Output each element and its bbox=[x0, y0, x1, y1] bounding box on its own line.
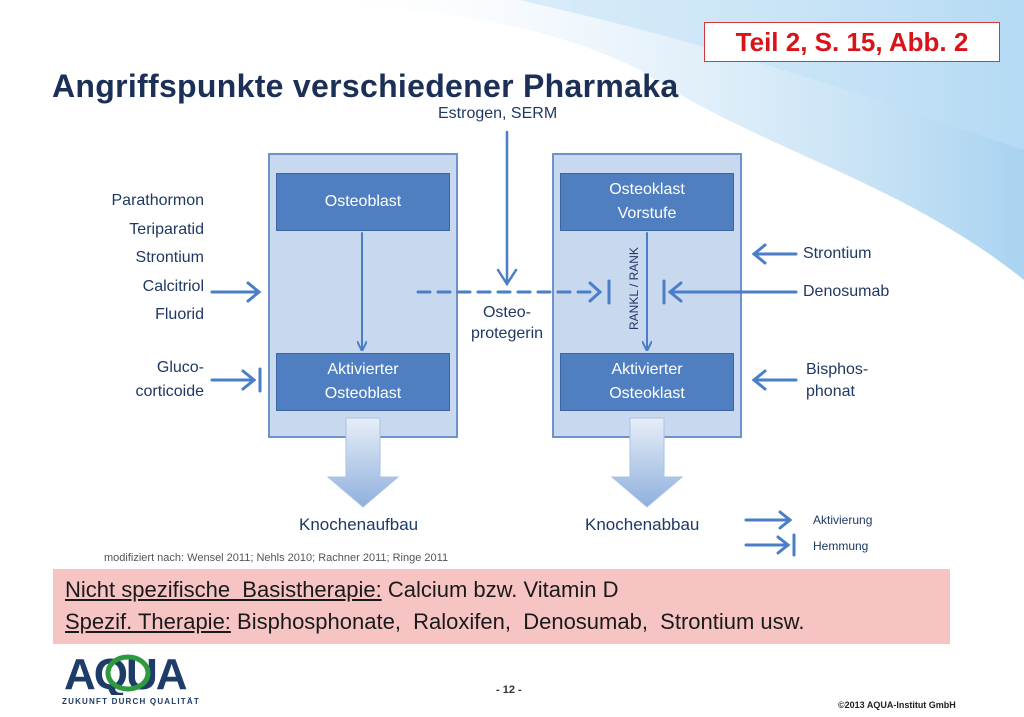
specific-therapy-line: Spezif. Therapie: Bisphosphonate, Raloxi… bbox=[65, 609, 804, 635]
page-number: - 12 - bbox=[496, 684, 522, 696]
aqua-logo: AQUA bbox=[64, 651, 189, 695]
glucocorticoide-label: Gluco- corticoide bbox=[135, 359, 204, 400]
left-agent: Strontium bbox=[135, 249, 204, 266]
denosumab-label: Denosumab bbox=[803, 283, 890, 300]
left-agent: Fluorid bbox=[155, 306, 204, 323]
rankl-rank-label: RANKL / RANK bbox=[627, 247, 641, 330]
basis-therapy-line: Nicht spezifische Basistherapie: Calcium… bbox=[65, 577, 618, 603]
specific-therapy-value: Bisphosphonate, Raloxifen, Denosumab, St… bbox=[230, 609, 805, 634]
active-osteoblast-box: Aktivierter Osteoblast bbox=[276, 353, 450, 411]
figure-reference: Teil 2, S. 15, Abb. 2 bbox=[735, 26, 969, 57]
left-agent: Parathormon bbox=[111, 192, 205, 209]
basis-therapy-label: Nicht spezifische Basistherapie: bbox=[65, 577, 382, 602]
figure-reference-box: Teil 2, S. 15, Abb. 2 bbox=[704, 22, 1000, 62]
slide-title: Angriffspunkte verschiedener Pharmaka bbox=[52, 68, 679, 104]
bisphosphonat-label: Bisphos- phonat bbox=[806, 361, 869, 400]
strontium-right-label: Strontium bbox=[803, 245, 872, 262]
source-citation: modifiziert nach: Wensel 2011; Nehls 201… bbox=[104, 552, 449, 564]
knochenabbau-label: Knochenabbau bbox=[585, 515, 700, 534]
legend-inhibition-label: Hemmung bbox=[813, 539, 869, 553]
active-osteoclast-box: Aktivierter Osteoklast bbox=[560, 353, 734, 411]
knochenaufbau-label: Knochenaufbau bbox=[299, 515, 419, 534]
logo-tagline: ZUKUNFT DURCH QUALITÄT bbox=[62, 697, 200, 706]
legend-activation-label: Aktivierung bbox=[813, 513, 873, 527]
bone-resorption-big-arrow bbox=[610, 417, 684, 508]
left-agent: Calcitriol bbox=[142, 277, 204, 295]
osteoprotegerin-label: Osteo- protegerin bbox=[470, 304, 544, 342]
left-agent: Teriparatid bbox=[129, 220, 204, 238]
therapy-info-band: Nicht spezifische Basistherapie: Calcium… bbox=[53, 569, 950, 644]
bone-formation-big-arrow bbox=[326, 417, 400, 508]
copyright: ©2013 AQUA-Institut GmbH bbox=[838, 700, 956, 710]
osteoclast-precursor-box: Osteoklast Vorstufe bbox=[560, 173, 734, 231]
basis-therapy-value: Calcium bzw. Vitamin D bbox=[381, 577, 619, 602]
osteoblast-box: Osteoblast bbox=[276, 173, 450, 231]
left-agents-list: Parathormon Teriparatid Strontium Calcit… bbox=[112, 187, 205, 330]
specific-therapy-label: Spezif. Therapie: bbox=[65, 609, 231, 634]
estrogen-label: Estrogen, SERM bbox=[438, 105, 558, 122]
